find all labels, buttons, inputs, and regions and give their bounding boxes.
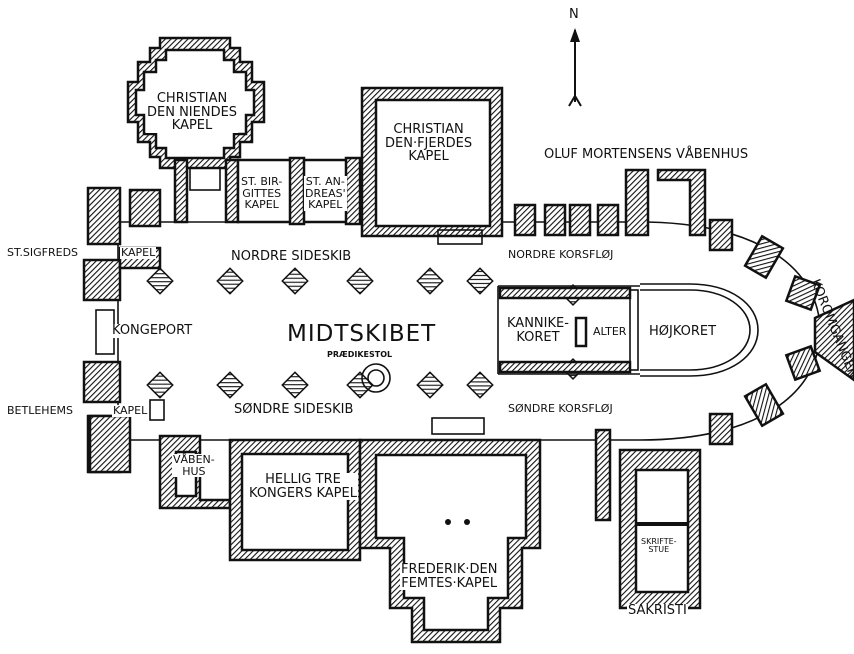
label-sondre-korsfloj: SØNDRE KORSFLØJ (507, 402, 614, 415)
label-oluf-mortensens-vabenhus: OLUF MORTENSENS VÅBENHUS (543, 147, 750, 162)
label-st-birgittes-chapel: ST. BIR- GITTES KAPEL (240, 175, 284, 212)
compass-letter: N (569, 7, 579, 22)
label-nordre-korsfloj: NORDRE KORSFLØJ (507, 248, 615, 261)
label-hojkoret: HØJKORET (649, 324, 717, 339)
label-midtskibet: MIDTSKIBET (287, 321, 437, 347)
christian-4-chapel (360, 86, 504, 245)
label-sondre-sideskib: SØNDRE SIDESKIB (233, 402, 355, 417)
north-arrow-icon (568, 28, 582, 107)
choir-enclosure (361, 283, 759, 393)
label-betlehems-kapel: KAPEL (112, 404, 149, 417)
label-frederik-den-femtes-kapel: FREDERIK·DEN FEMTES·KAPEL (400, 562, 499, 591)
label-skriftestue: SKRIFTE- STUE (640, 537, 678, 555)
label-vabenhus: VÅBEN- HUS (172, 453, 216, 478)
label-st-andreas-chapel: ST. AN- DREAS' KAPEL (304, 175, 347, 212)
label-st-sigfreds-kapel: KAPEL (120, 246, 157, 259)
label-christian-9-chapel: CHRISTIAN DEN NIENDES KAPEL (146, 91, 239, 134)
north-buttresses (128, 168, 854, 446)
label-praedikestol: PRÆDIKESTOL (327, 350, 393, 359)
label-alter: ALTER (593, 325, 627, 338)
label-kongeport: KONGEPORT (111, 323, 194, 338)
label-nordre-sideskib: NORDRE SIDESKIB (230, 249, 353, 264)
label-st-sigfreds: ST.SIGFREDS (6, 246, 80, 259)
label-hellig-tre-kongers-kapel: HELLIG TRE KONGERS KAPEL (248, 472, 358, 501)
label-sakristi: SAKRISTI (627, 603, 688, 618)
label-kannikekoret: KANNIKE- KORET (507, 316, 569, 345)
label-betlehems: BETLEHEMS (6, 404, 74, 417)
south-chapels (88, 414, 702, 644)
label-christian-4-chapel: CHRISTIAN DEN·FJERDES KAPEL (384, 122, 474, 165)
